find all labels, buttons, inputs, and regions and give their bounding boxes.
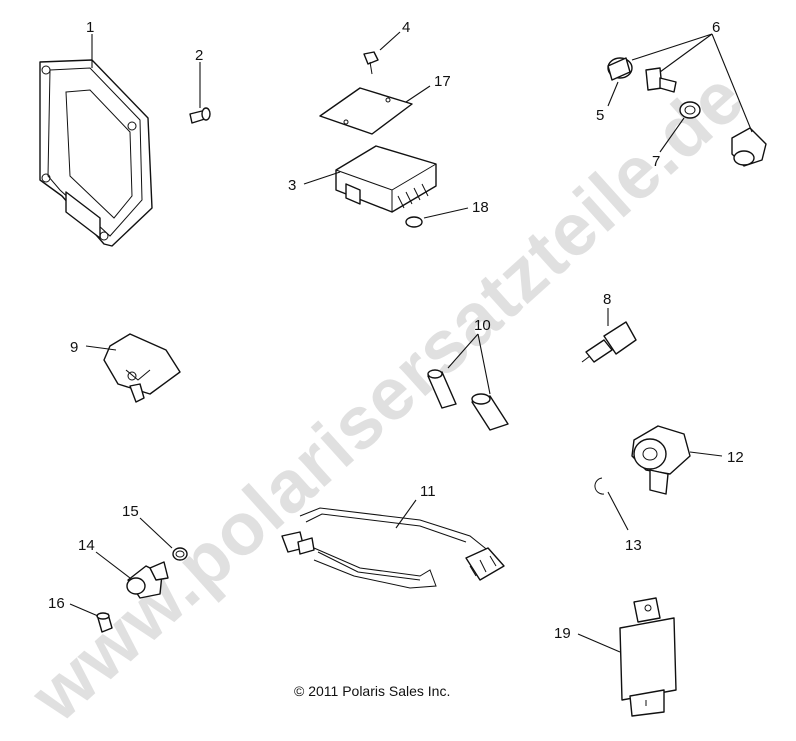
callout-7: 7 bbox=[652, 153, 660, 170]
part-3-regulator bbox=[335, 145, 437, 213]
part-14-speed-sensor bbox=[126, 561, 169, 599]
callout-18: 18 bbox=[472, 199, 489, 216]
callout-11: 11 bbox=[420, 483, 436, 500]
callout-19: 19 bbox=[554, 625, 571, 642]
part-8-temp-sensor bbox=[581, 321, 637, 363]
part-18-grommet bbox=[405, 216, 423, 228]
callout-5: 5 bbox=[596, 107, 604, 124]
part-2-bolt bbox=[189, 107, 211, 124]
part-13-clip bbox=[594, 477, 605, 495]
callout-10: 10 bbox=[474, 317, 491, 334]
copyright-text: © 2011 Polaris Sales Inc. bbox=[294, 683, 450, 699]
callout-17: 17 bbox=[434, 73, 451, 90]
callout-12: 12 bbox=[727, 449, 744, 466]
callout-1: 1 bbox=[86, 19, 94, 36]
part-15-oring bbox=[172, 547, 188, 561]
part-11-harness bbox=[281, 507, 505, 589]
callout-8: 8 bbox=[603, 291, 611, 308]
part-12-knock-sensor bbox=[631, 425, 691, 495]
part-17-plate bbox=[319, 87, 413, 135]
callout-2: 2 bbox=[195, 47, 203, 64]
part-10-sleeves bbox=[427, 369, 509, 431]
part-16-bolt bbox=[96, 612, 113, 633]
part-9-map-sensor bbox=[103, 333, 181, 403]
part-6-connector-sensor bbox=[731, 127, 767, 167]
part-19-relay bbox=[619, 597, 677, 717]
callout-14: 14 bbox=[78, 537, 95, 554]
callout-3: 3 bbox=[288, 177, 296, 194]
callout-13: 13 bbox=[625, 537, 642, 554]
callout-labels: 1 2 3 4 5 6 7 8 9 10 11 12 13 14 15 16 1… bbox=[48, 19, 744, 642]
part-7-seal bbox=[679, 101, 701, 119]
part-6-bracket bbox=[645, 67, 677, 93]
leader-lines bbox=[69, 31, 753, 653]
callout-6: 6 bbox=[712, 19, 720, 36]
callout-9: 9 bbox=[70, 339, 78, 356]
callout-15: 15 bbox=[122, 503, 139, 520]
part-5-sensor bbox=[607, 57, 633, 81]
callout-16: 16 bbox=[48, 595, 65, 612]
part-1-ecu bbox=[39, 59, 153, 247]
part-4-screw bbox=[363, 51, 379, 75]
callout-4: 4 bbox=[402, 19, 410, 36]
